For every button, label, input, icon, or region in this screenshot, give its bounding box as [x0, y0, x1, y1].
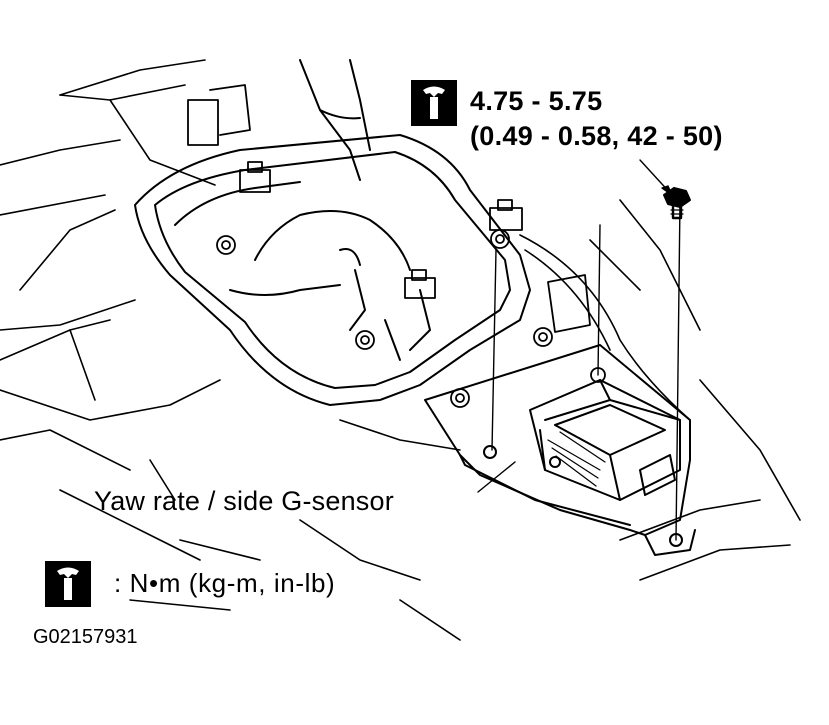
torque-wrench-icon: [45, 561, 91, 607]
torque-spec: 4.75 - 5.75 (0.49 - 0.58, 42 - 50): [470, 88, 723, 158]
torque-units-legend: : N•m (kg-m, in-lb): [114, 568, 336, 598]
sensor-callout-label: Yaw rate / side G-sensor: [94, 486, 394, 516]
clips-and-connectors: [187, 84, 591, 333]
torque-wrench-icon: [411, 80, 457, 126]
hex-bolt-icon: [663, 187, 691, 220]
harness-lines: [519, 234, 691, 421]
figure-id: G02157931: [33, 626, 138, 648]
torque-spec-line-1: 4.75 - 5.75: [470, 86, 603, 116]
torque-spec-line-2: (0.49 - 0.58, 42 - 50): [470, 121, 723, 151]
yaw-rate-side-g-sensor: [529, 379, 681, 501]
shift-lever: [299, 59, 371, 181]
leader-lines: [477, 159, 681, 541]
mounting-bolts: [216, 229, 606, 408]
shifter-gate: [134, 134, 531, 406]
bracket-plate: [424, 344, 696, 556]
console-outline: [0, 59, 801, 641]
